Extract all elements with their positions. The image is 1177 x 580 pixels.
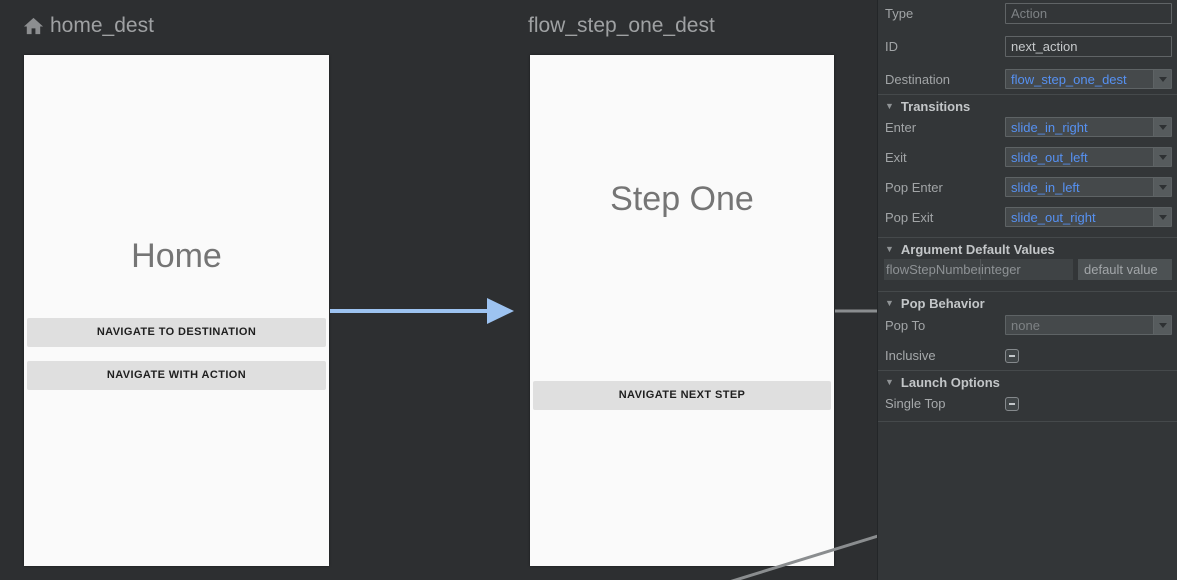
home-icon [23,17,44,34]
exit-select[interactable]: slide_out_left [1005,147,1172,167]
screen-title-home: Home [131,237,222,275]
destination-label: Destination [885,71,951,87]
preview-button-navigate-next-step: NAVIGATE NEXT STEP [533,381,831,410]
dropdown-arrow-button[interactable] [1153,208,1171,226]
collapse-triangle-icon: ▼ [885,244,894,254]
separator [878,370,1177,371]
separator [878,237,1177,238]
pop-to-select[interactable]: none [1005,315,1172,335]
pop-enter-row: Pop Enter slide_in_left [885,177,1172,197]
enter-value: slide_in_right [1011,119,1088,135]
dropdown-arrow-button[interactable] [1153,178,1171,196]
section-title: Launch Options [900,374,1000,390]
id-row: ID [885,35,1172,57]
destination-value: flow_step_one_dest [1011,71,1127,87]
argument-row: flowStepNumber integer default value [884,259,1172,280]
type-row: Type [885,2,1172,24]
pop-exit-select[interactable]: slide_out_right [1005,207,1172,227]
chevron-down-icon [1158,184,1167,190]
chevron-down-icon [1158,76,1167,82]
destination-row: Destination flow_step_one_dest [885,69,1172,89]
destination-preview-home[interactable]: Home NAVIGATE TO DESTINATION NAVIGATE WI… [24,55,329,566]
collapse-triangle-icon: ▼ [885,101,894,111]
chevron-down-icon [1158,154,1167,160]
preview-button-navigate-to-destination: NAVIGATE TO DESTINATION [27,318,326,347]
destination-name-flow: flow_step_one_dest [528,14,715,37]
preview-button-navigate-with-action: NAVIGATE WITH ACTION [27,361,326,390]
section-header-arguments[interactable]: ▼ Argument Default Values [885,240,1172,258]
pop-enter-select[interactable]: slide_in_left [1005,177,1172,197]
dropdown-arrow-button[interactable] [1153,118,1171,136]
section-title: Transitions [900,98,971,114]
chevron-down-icon [1158,322,1167,328]
section-header-transitions[interactable]: ▼ Transitions [885,97,1172,115]
destination-label-flow[interactable]: flow_step_one_dest [528,13,715,39]
dropdown-arrow-button[interactable] [1153,70,1171,88]
action-edge-arrowhead-icon[interactable] [487,298,514,324]
exit-label: Exit [885,149,907,165]
single-top-row: Single Top [885,396,1172,411]
destination-preview-flow-step-one[interactable]: Step One NAVIGATE NEXT STEP [530,55,834,566]
screen-title-step-one: Step One [610,180,754,218]
inclusive-checkbox[interactable] [1005,348,1019,363]
pop-exit-row: Pop Exit slide_out_right [885,207,1172,227]
collapse-triangle-icon: ▼ [885,298,894,308]
dropdown-arrow-button[interactable] [1153,148,1171,166]
single-top-checkbox[interactable] [1005,396,1019,411]
type-input[interactable] [1005,2,1172,24]
exit-row: Exit slide_out_left [885,147,1172,167]
inclusive-row: Inclusive [885,348,1172,363]
separator [878,421,1177,422]
id-label: ID [885,38,898,54]
enter-label: Enter [885,119,917,135]
separator [878,94,1177,95]
destination-select[interactable]: flow_step_one_dest [1005,69,1172,89]
enter-row: Enter slide_in_right [885,117,1172,137]
pop-exit-value: slide_out_right [1011,209,1096,225]
section-header-pop-behavior[interactable]: ▼ Pop Behavior [885,294,1172,312]
pop-enter-label: Pop Enter [885,179,943,195]
separator [878,291,1177,292]
exit-value: slide_out_left [1011,149,1088,165]
collapse-triangle-icon: ▼ [885,377,894,387]
section-header-launch-options[interactable]: ▼ Launch Options [885,373,1172,391]
chevron-down-icon [1158,124,1167,130]
inclusive-label: Inclusive [885,348,936,363]
attributes-panel: Type ID Destination flow_step_one_dest ▼… [877,0,1177,580]
pop-to-label: Pop To [885,317,926,333]
argument-name-cell: flowStepNumber [884,259,981,280]
nav-graph-canvas[interactable]: home_dest flow_step_one_dest Home NAVIGA… [0,0,877,580]
destination-name-home: home_dest [50,14,154,37]
argument-type-cell: integer [981,259,1073,280]
section-title: Pop Behavior [900,295,985,311]
chevron-down-icon [1158,214,1167,220]
destination-label-home[interactable]: home_dest [22,13,154,39]
dropdown-arrow-button[interactable] [1153,316,1171,334]
pop-to-row: Pop To none [885,315,1172,335]
pop-enter-value: slide_in_left [1011,179,1080,195]
pop-to-value: none [1011,317,1040,333]
section-title: Argument Default Values [900,241,1055,257]
argument-default-value-field[interactable]: default value [1078,259,1172,280]
id-input[interactable] [1005,35,1172,57]
enter-select[interactable]: slide_in_right [1005,117,1172,137]
type-label: Type [885,5,914,21]
single-top-label: Single Top [885,396,946,411]
pop-exit-label: Pop Exit [885,209,934,225]
